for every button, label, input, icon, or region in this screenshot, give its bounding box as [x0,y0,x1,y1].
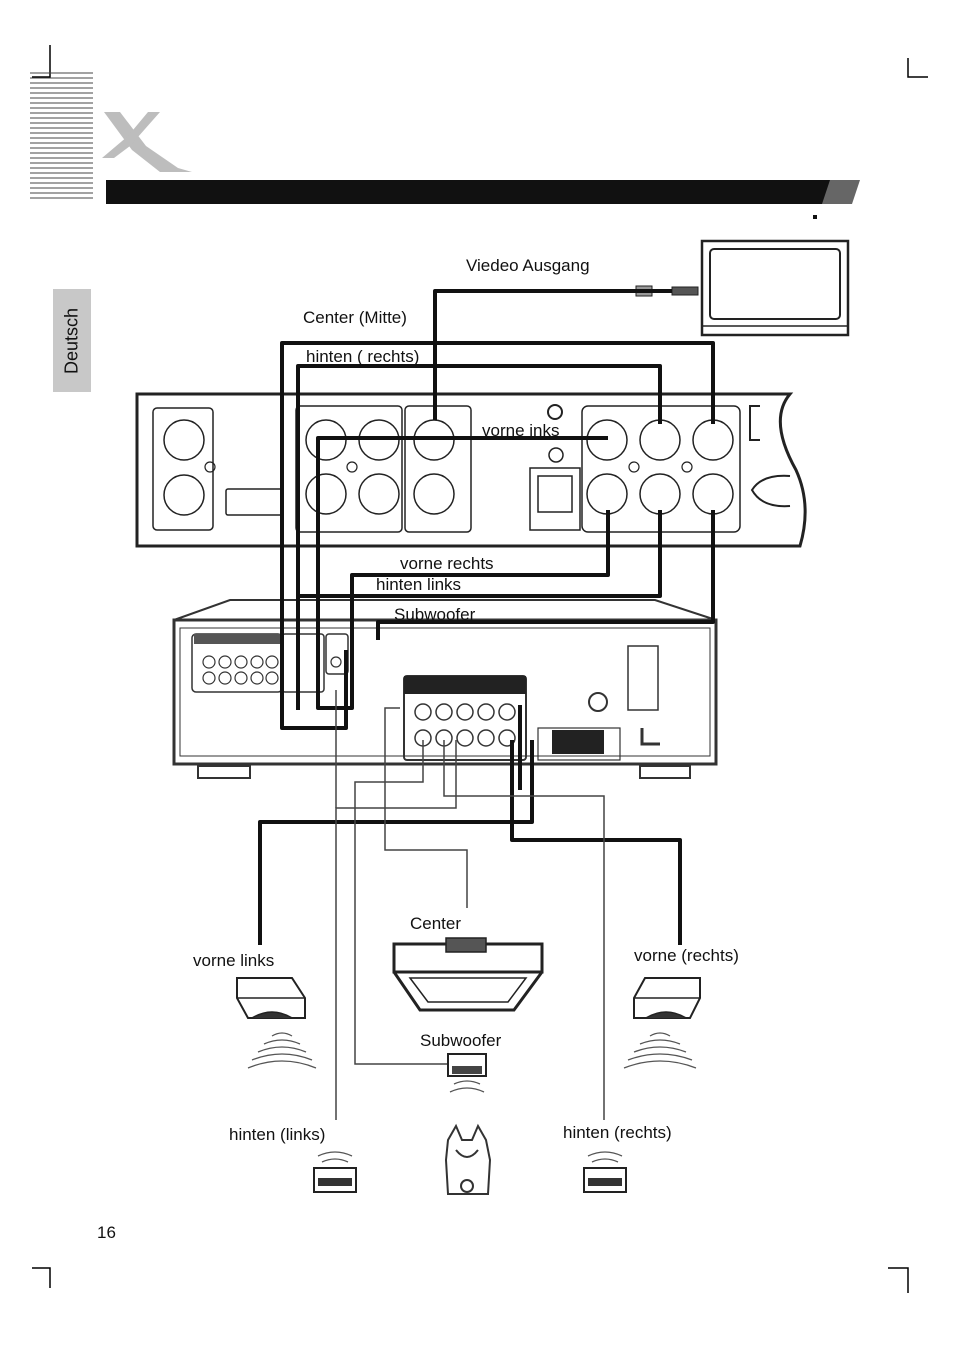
label-center-speaker: Center [410,914,462,933]
label-subwoofer-mid: Subwoofer [394,605,476,624]
amplifier-icon [172,599,718,779]
label-front-left-speaker: vorne links [193,951,275,970]
label-front-right-mid: vorne rechts [400,554,494,573]
listener-icon [444,1123,492,1195]
thick-cables [258,289,715,945]
crop-marks [32,45,928,1293]
page-number: 16 [97,1223,116,1242]
dvd-player-icon [135,392,807,548]
brand-x-logo [102,112,192,172]
label-video-out: Viedeo Ausgang [466,256,590,275]
subwoofer-icon [447,1053,487,1077]
label-rear-left-mid: hinten links [376,575,462,594]
stripe-block [30,72,93,199]
header-bar [106,180,860,219]
label-front-right-speaker: vorne (rechts) [634,946,739,965]
label-rear-right-speaker: hinten (rechts) [563,1123,672,1142]
label-center-top: Center (Mitte) [303,308,407,327]
thin-cables [335,690,605,1120]
label-subwoofer-speaker: Subwoofer [420,1031,502,1050]
language-tab[interactable]: Deutsch [53,289,91,392]
label-rear-right-top: hinten ( rechts) [306,347,420,366]
label-rear-left-speaker: hinten (links) [229,1125,326,1144]
label-front-left-top: vorne inks [482,421,560,440]
speaker-icon [236,937,701,1193]
sound-waves [247,1032,697,1163]
language-tab-label: Deutsch [61,307,82,374]
tv-icon [635,239,850,337]
